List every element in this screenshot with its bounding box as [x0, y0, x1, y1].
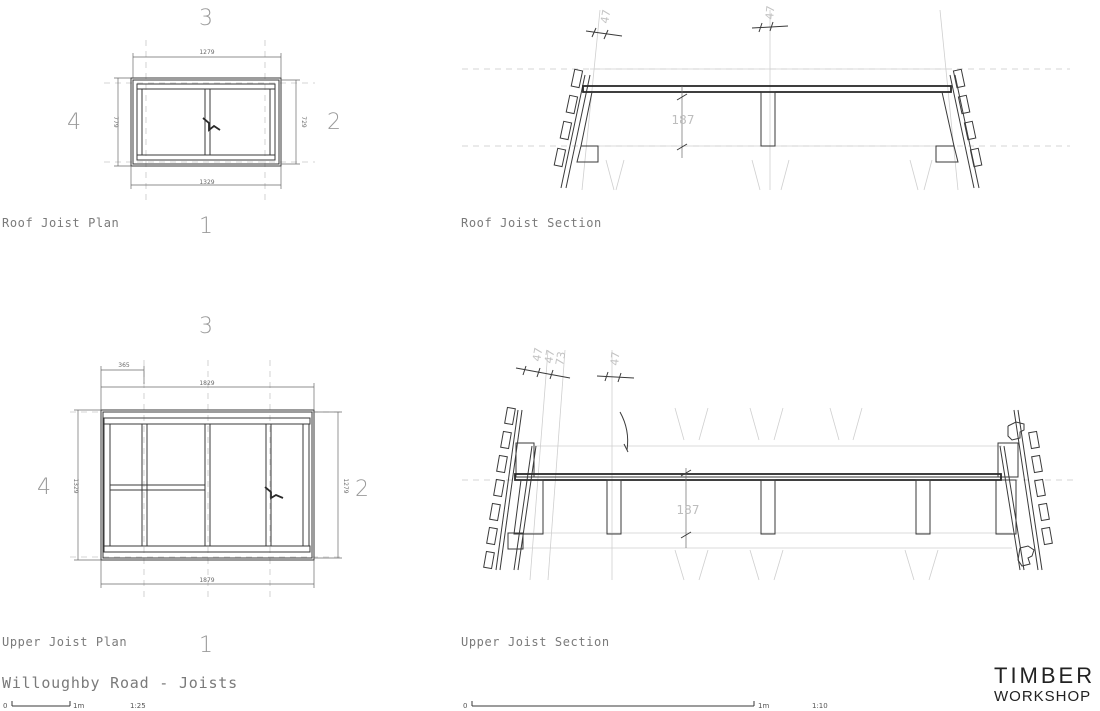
scale-right-start: 0 [463, 702, 467, 710]
roof-plan-side-bottom: 1 [199, 214, 213, 239]
roof-section-height-dim: 187 [672, 113, 695, 127]
scale-left-start: 0 [3, 702, 7, 710]
upper-section-height-dim: 187 [677, 503, 700, 517]
roof-plan-side-right: 2 [327, 110, 341, 135]
project-title: Willoughby Road - Joists [2, 674, 238, 692]
scale-bar-right: 0 1m 1:10 [463, 701, 828, 710]
roof-plan-side-top: 3 [199, 6, 213, 31]
upper-plan-side-left: 4 [37, 475, 51, 500]
upper-section-title: Upper Joist Section [461, 635, 610, 649]
roof-plan-dim-left: 779 [112, 116, 119, 128]
upper-plan-dim-bottom: 1879 [199, 577, 214, 584]
scale-right-ratio: 1:10 [812, 702, 828, 710]
roof-plan-dim-right: 729 [300, 116, 307, 128]
roof-joist-section: 187 47 47 Roof Joist Section [461, 5, 1070, 230]
upper-joist-section: 187 47 47 73 47 Upper Joist Section [461, 346, 1075, 649]
scale-left-end: 1m [73, 702, 84, 710]
upper-joist-plan: 365 1829 1879 1329 1279 3 4 2 1 Upper Jo… [2, 314, 369, 658]
timber-workshop-logo: TIMBER WORKSHOP [994, 663, 1095, 705]
upper-plan-dim-top: 1829 [199, 380, 214, 387]
upper-section-angle-2: 47 [542, 348, 557, 364]
roof-plan-dim-top: 1279 [199, 49, 214, 56]
upper-plan-dim-right: 1279 [342, 478, 349, 493]
scale-left-ratio: 1:25 [130, 702, 146, 710]
upper-plan-dim-offset: 365 [118, 362, 130, 369]
roof-plan-dim-bottom: 1329 [199, 179, 214, 186]
upper-section-angle-1: 47 [530, 346, 545, 362]
scale-right-end: 1m [758, 702, 769, 710]
upper-plan-title: Upper Joist Plan [2, 635, 127, 649]
upper-plan-dim-left: 1329 [72, 478, 79, 493]
roof-plan-title: Roof Joist Plan [2, 216, 119, 230]
roof-section-angle-1: 47 [598, 8, 613, 24]
roof-section-title: Roof Joist Section [461, 216, 602, 230]
roof-joist-plan: 1279 1329 779 729 3 4 2 1 Roof Joist Pla… [2, 6, 341, 239]
roof-section-angle-2: 47 [763, 5, 777, 20]
logo-line-2: WORKSHOP [994, 688, 1091, 705]
upper-plan-side-top: 3 [199, 314, 213, 339]
upper-plan-side-bottom: 1 [199, 633, 213, 658]
logo-line-1: TIMBER [994, 663, 1095, 688]
upper-plan-side-right: 2 [355, 477, 369, 502]
upper-section-angle-3: 73 [553, 350, 568, 366]
scale-bar-left: 0 1m 1:25 [3, 701, 146, 710]
roof-plan-side-left: 4 [67, 110, 81, 135]
upper-section-angle-4: 47 [608, 351, 622, 366]
